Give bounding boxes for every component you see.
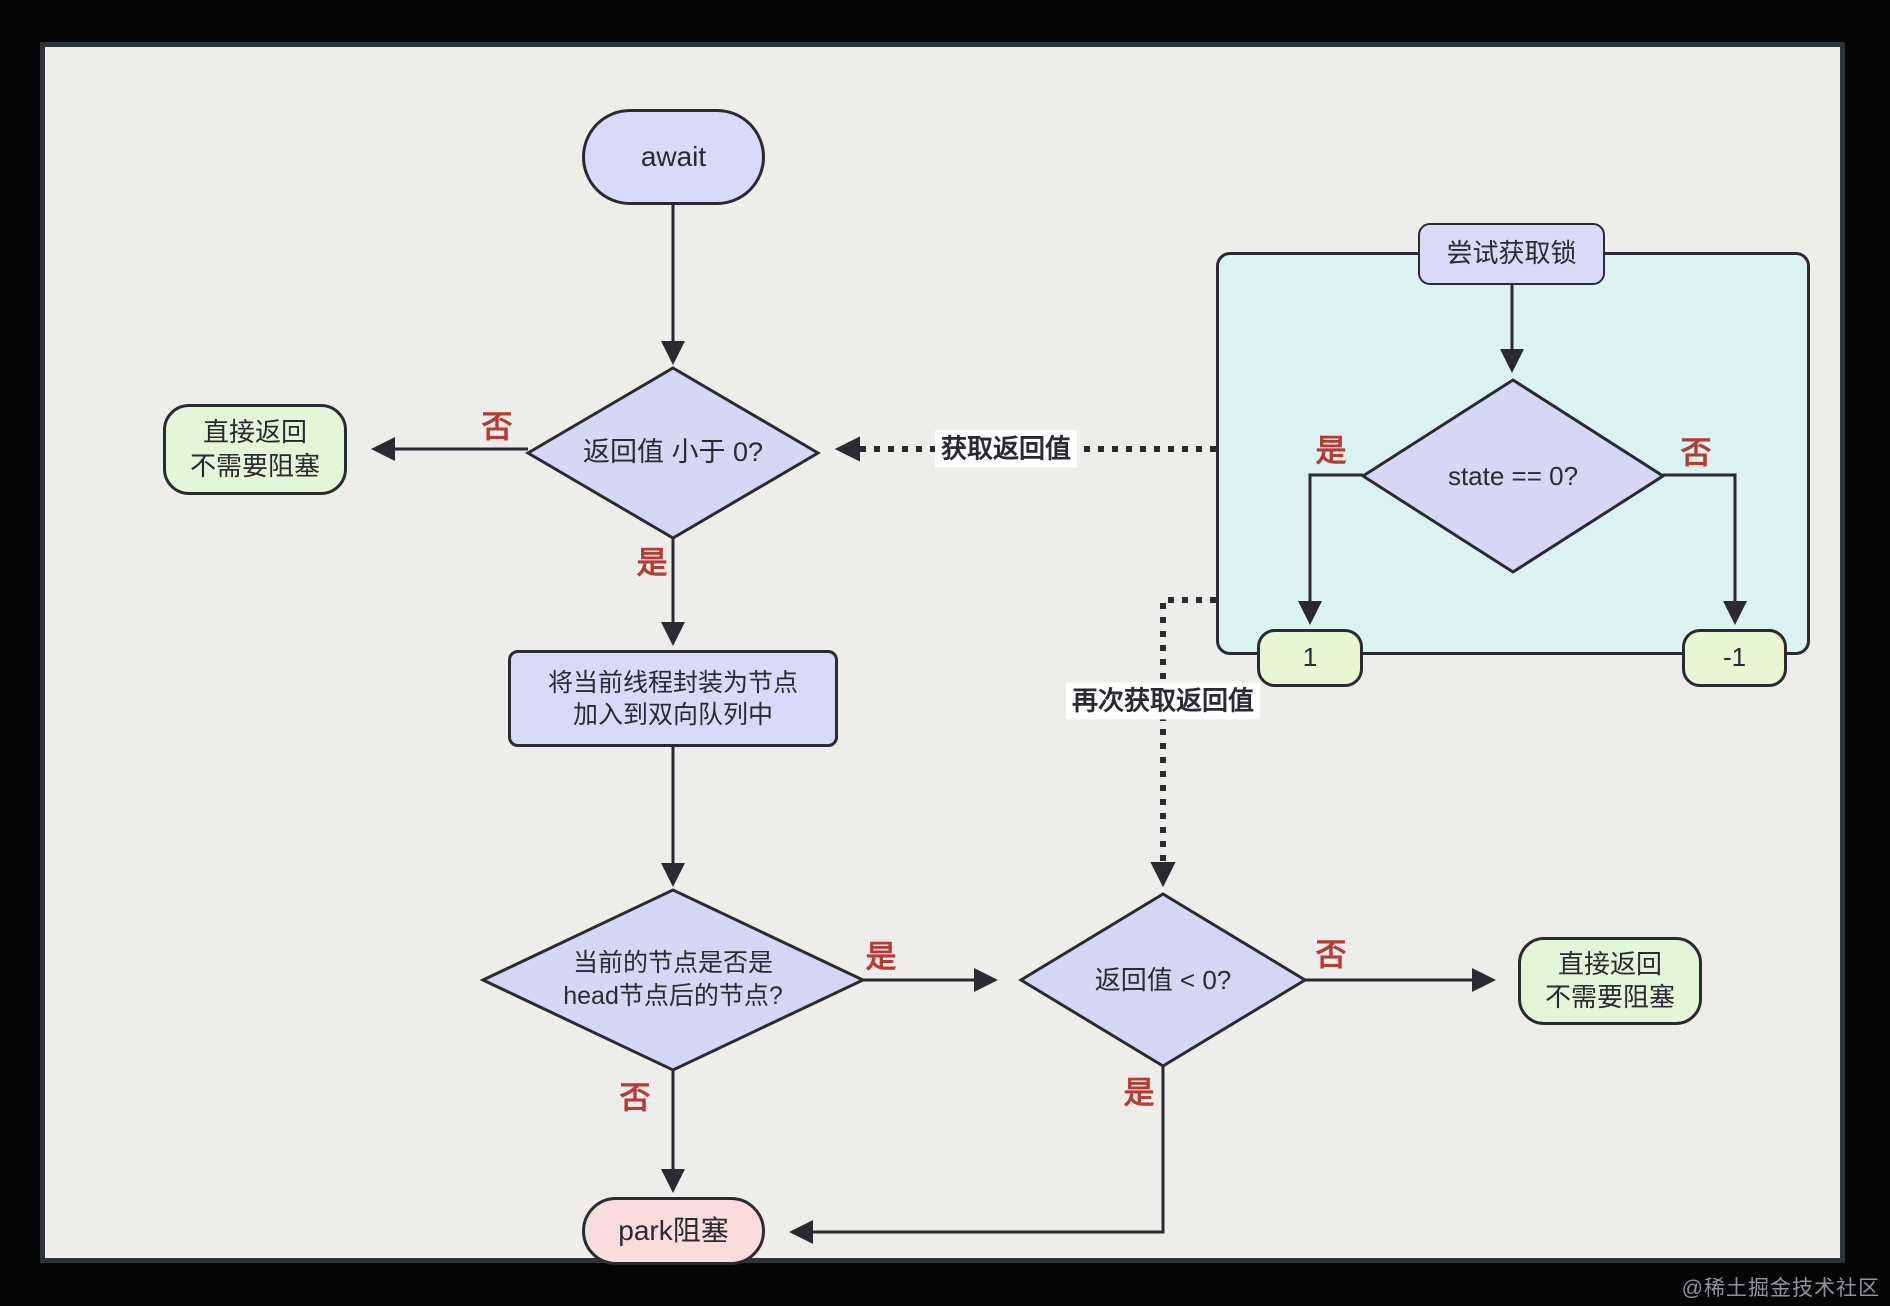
return-left-line2: 不需要阻塞 — [189, 450, 320, 481]
node-try-lock: 尝试获取锁 — [1418, 223, 1605, 285]
node-return-direct-right-label: 直接返回 不需要阻塞 — [1545, 948, 1675, 1015]
node-park-label: park阻塞 — [618, 1215, 729, 1247]
decision-is-after-head-label: 当前的节点是否是 head节点后的节点? — [483, 890, 863, 1070]
decision2-line1: 当前的节点是否是 — [572, 949, 773, 977]
edge-state-no-to-minus-one — [1663, 473, 1747, 625]
label-no-lt0-again: 否 — [1315, 937, 1347, 973]
edge-dotted-get-return-value-again — [1150, 597, 1216, 888]
node-try-lock-label: 尝试获取锁 — [1446, 238, 1577, 269]
label-no-state: 否 — [1680, 435, 1712, 471]
return-right-line2: 不需要阻塞 — [1544, 982, 1675, 1012]
node-await: await — [582, 109, 765, 205]
enqueue-line1: 将当前线程封装为节点 — [547, 668, 798, 697]
label-get-return-value-again: 再次获取返回值 — [1065, 682, 1261, 720]
node-return-direct-left: 直接返回 不需要阻塞 — [163, 404, 347, 495]
node-result-one: 1 — [1257, 629, 1363, 687]
decision-state-label: state == 0? — [1447, 460, 1579, 491]
edge-state-yes-to-one — [1298, 473, 1363, 625]
node-await-label: await — [640, 141, 707, 173]
decision2-line2: head节点后的节点? — [563, 982, 783, 1010]
node-result-minus-one-label: -1 — [1722, 642, 1747, 673]
label-yes-is-after-head: 是 — [865, 939, 897, 975]
label-get-return-value: 获取返回值 — [934, 430, 1078, 468]
return-right-line1: 直接返回 — [1557, 948, 1662, 979]
decision-return-lt0-again: 返回值 < 0? — [1018, 892, 1308, 1068]
decision-return-lt0-label: 返回值 小于 0? — [582, 437, 764, 468]
node-enqueue-label: 将当前线程封装为节点 加入到双向队列中 — [548, 667, 798, 731]
node-return-direct-right: 直接返回 不需要阻塞 — [1518, 937, 1702, 1025]
label-no-return-lt0: 否 — [481, 409, 513, 445]
watermark: @稀土掘金技术社区 — [1681, 1277, 1880, 1300]
node-result-one-label: 1 — [1302, 642, 1318, 673]
connector-layer — [371, 165, 1747, 1244]
label-yes-state: 是 — [1315, 433, 1347, 469]
node-enqueue: 将当前线程封装为节点 加入到双向队列中 — [508, 650, 838, 747]
node-park: park阻塞 — [582, 1197, 765, 1265]
label-yes-lt0-again: 是 — [1123, 1075, 1155, 1111]
node-return-direct-left-label: 直接返回 不需要阻塞 — [190, 416, 320, 483]
decision-return-lt0-again-label: 返回值 < 0? — [1094, 964, 1232, 995]
diagram-canvas: await 直接返回 不需要阻塞 将当前线程封装为节点 加入到双向队列中 par… — [40, 42, 1845, 1265]
enqueue-line2: 加入到双向队列中 — [572, 700, 773, 729]
decision-is-after-head: 当前的节点是否是 head节点后的节点? — [479, 888, 867, 1072]
return-left-line1: 直接返回 — [202, 417, 307, 448]
decision-state: state == 0? — [1360, 378, 1666, 574]
node-result-minus-one: -1 — [1682, 629, 1787, 687]
edge-decision3-yes-to-park — [789, 1065, 1165, 1244]
decision-return-lt0: 返回值 小于 0? — [525, 366, 821, 540]
label-no-is-after-head: 否 — [619, 1080, 651, 1116]
label-yes-return-lt0: 是 — [636, 545, 668, 581]
